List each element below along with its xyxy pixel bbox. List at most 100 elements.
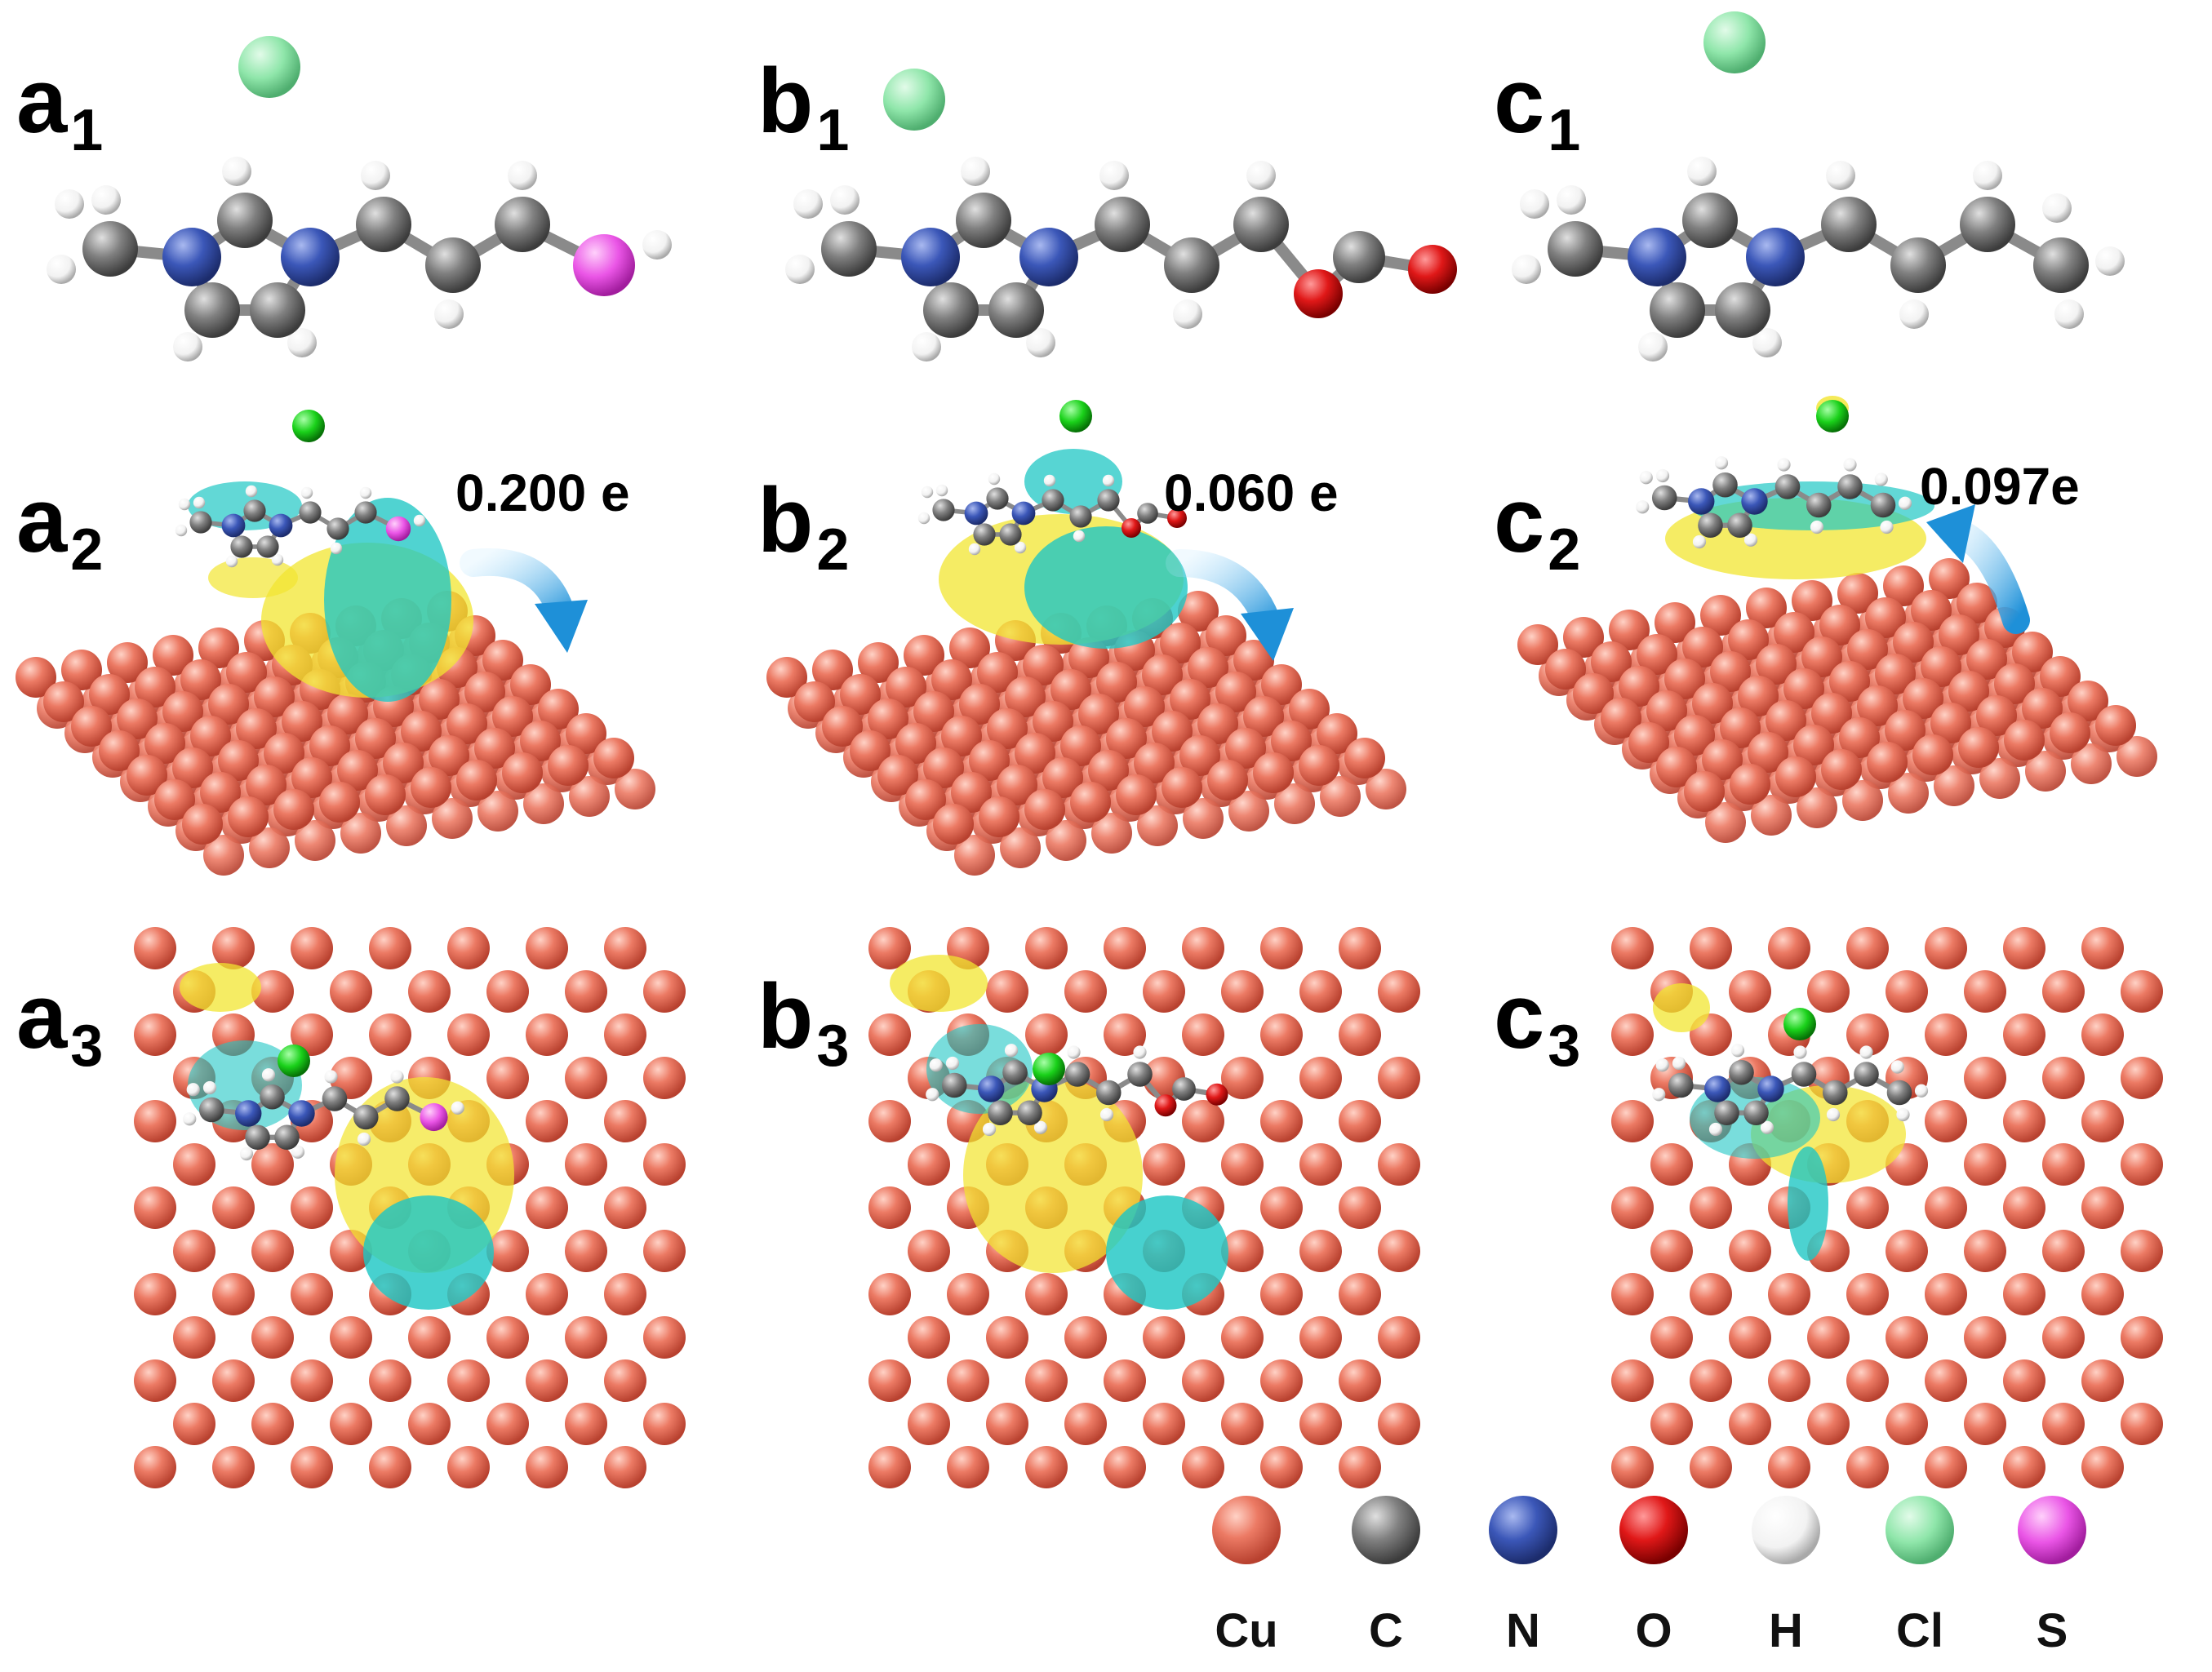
arrow-c2	[1926, 504, 2030, 634]
cu-atom	[1573, 673, 1614, 714]
nitrogen-atom	[1741, 488, 1768, 515]
nitrogen-atom	[269, 513, 293, 538]
cu-atom	[1964, 1057, 2006, 1099]
cu-atom	[1994, 663, 2035, 704]
hydrogen-atom	[193, 496, 206, 509]
arrow-b2	[1166, 549, 1294, 661]
cu-atom	[643, 1143, 686, 1186]
cu-atom	[134, 1273, 176, 1315]
carbon-atom	[354, 501, 377, 524]
cu-atom	[526, 1013, 568, 1056]
cu-atom	[1260, 1446, 1303, 1488]
cu-atom	[1344, 738, 1385, 778]
cu-atom	[2003, 1359, 2045, 1402]
cu-atom	[538, 689, 579, 730]
cu-atom	[1912, 734, 1953, 775]
cu-atom	[1886, 1316, 1928, 1359]
cu-atom	[604, 1013, 646, 1056]
hydrogen-atom	[1826, 161, 1855, 190]
cu-atom	[1793, 725, 1834, 765]
cu-atom	[1182, 927, 1224, 969]
cu-atom	[1378, 1143, 1420, 1186]
hydrogen-atom	[359, 486, 372, 499]
cu-atom	[173, 1316, 215, 1359]
cu-atom	[16, 657, 56, 698]
cu-atom	[153, 635, 193, 676]
cu-atom	[1846, 927, 1889, 969]
cu-atom	[1104, 1446, 1146, 1488]
cu-atom	[1700, 595, 1741, 636]
cu-atom	[1821, 749, 1862, 790]
hydrogen-atom	[1520, 189, 1549, 219]
arrow-a2	[460, 548, 588, 653]
cu-atom	[1025, 927, 1068, 969]
cu-atom	[1078, 694, 1119, 734]
cu-atom	[2081, 927, 2124, 969]
cu-atom	[246, 765, 286, 805]
cu-atom	[565, 1403, 607, 1445]
carbon-atom	[184, 282, 240, 338]
cu-atom	[2003, 1446, 2045, 1488]
hydrogen-atom	[1730, 1044, 1745, 1058]
cu-atom	[1883, 565, 1924, 606]
cu-atom	[1591, 641, 1632, 682]
chloride-ion	[1703, 11, 1766, 73]
hydrogen-atom	[300, 486, 313, 499]
nitrogen-atom	[1011, 501, 1036, 526]
cu-atom	[1893, 622, 1934, 663]
cu-atom	[1070, 782, 1111, 823]
carbon-atom	[2033, 237, 2089, 293]
cu-atom	[218, 740, 259, 781]
hydrogen-atom	[1890, 1060, 1904, 1074]
cu-atom	[1260, 1100, 1303, 1142]
carbon-atom	[1651, 485, 1677, 511]
cu-atom	[1299, 745, 1339, 786]
arrow-head	[1241, 608, 1294, 661]
iso-accumulation-b3	[963, 1077, 1143, 1273]
cu-atom	[1320, 776, 1361, 817]
carbon-atom	[1650, 282, 1705, 338]
hydrogen-atom	[929, 1058, 943, 1072]
cu-atom	[526, 1273, 568, 1315]
cu-atom	[2004, 720, 2045, 761]
cu-atom	[1221, 1143, 1264, 1186]
cu-atom	[908, 1230, 950, 1272]
nitrogen-atom	[1019, 228, 1078, 286]
cu-atom	[447, 927, 490, 969]
cu-atom	[997, 765, 1037, 805]
cu-atom	[236, 708, 277, 749]
cu-atom	[2071, 743, 2112, 784]
cu-atom	[1964, 970, 2006, 1013]
carbon-atom	[1069, 505, 1092, 528]
cu-atom	[1857, 685, 1898, 726]
cu-atom	[1143, 970, 1185, 1013]
cu-atom	[987, 708, 1028, 749]
hydrogen-atom	[921, 486, 934, 499]
cu-atom	[1339, 1273, 1381, 1315]
hydrogen-atom	[1777, 458, 1791, 472]
cu-atom	[913, 691, 954, 732]
cu-atom	[1104, 927, 1146, 969]
nitrogen-atom	[162, 228, 221, 286]
cu-atom	[486, 1230, 529, 1272]
cu-atom	[986, 1403, 1028, 1445]
cu-atom	[1925, 1100, 1967, 1142]
oxygen-atom	[1122, 518, 1141, 538]
cu-atom	[2121, 1230, 2163, 1272]
hydrogen-atom	[1014, 541, 1027, 554]
hydrogen-atom	[642, 230, 672, 259]
carbon-atom	[1854, 1062, 1879, 1087]
cu-atom	[1801, 636, 1842, 677]
cu-atom	[1650, 1143, 1693, 1186]
hydrogen-atom	[982, 1122, 997, 1137]
cu-atom	[251, 970, 294, 1013]
cu-atom	[850, 730, 891, 771]
cu-atom	[1934, 765, 1974, 806]
cu-atom	[1903, 678, 1943, 719]
hydrogen-atom	[1859, 1045, 1873, 1059]
legend-label-o: O	[1635, 1604, 1672, 1657]
panel-label-b2: b2	[757, 469, 850, 583]
legend-label-cl: Cl	[1896, 1604, 1943, 1657]
hydrogen-atom	[175, 524, 188, 537]
nitrogen-atom	[1704, 1075, 1731, 1102]
